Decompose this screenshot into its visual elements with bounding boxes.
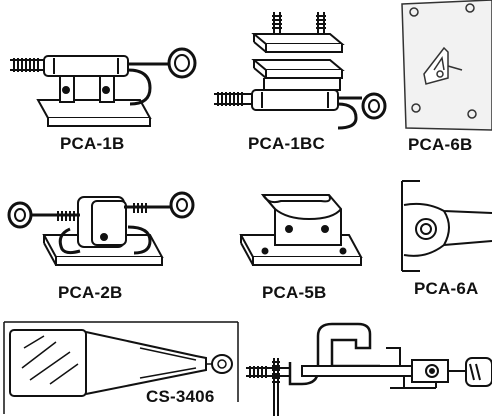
pca-6a-label: PCA-6A (414, 279, 479, 298)
product-pca-1b: PCA-1B (0, 0, 170, 160)
pca-2b-label: PCA-2B (58, 283, 123, 302)
product-pca-6a: PCA-6A (396, 175, 492, 305)
product-pca-5b: PCA-5B (225, 175, 375, 305)
cs-3406-label: CS-3406 (146, 387, 215, 406)
pca-6b-label: PCA-6B (408, 135, 473, 154)
pca-2b-drawing (0, 175, 200, 305)
product-pca-6b: PCA-6B (396, 0, 492, 160)
cs-3406-drawing (0, 318, 240, 416)
pca-6b-drawing (396, 0, 492, 160)
pca-1b-label: PCA-1B (60, 134, 125, 153)
product-pca-2b: PCA-2B (0, 175, 200, 305)
pca-1bc-drawing (200, 0, 390, 160)
pca-1b-eye-ring (0, 0, 210, 160)
pca-5b-drawing (225, 175, 375, 305)
product-clamp (240, 318, 492, 416)
product-pca-1bc: PCA-1BC (200, 0, 390, 160)
pca-5b-label: PCA-5B (262, 283, 327, 302)
pca-1bc-label: PCA-1BC (248, 134, 325, 153)
pca-6a-drawing (396, 175, 492, 305)
clamp-drawing (240, 318, 492, 416)
product-cs-3406: CS-3406 (0, 318, 240, 416)
